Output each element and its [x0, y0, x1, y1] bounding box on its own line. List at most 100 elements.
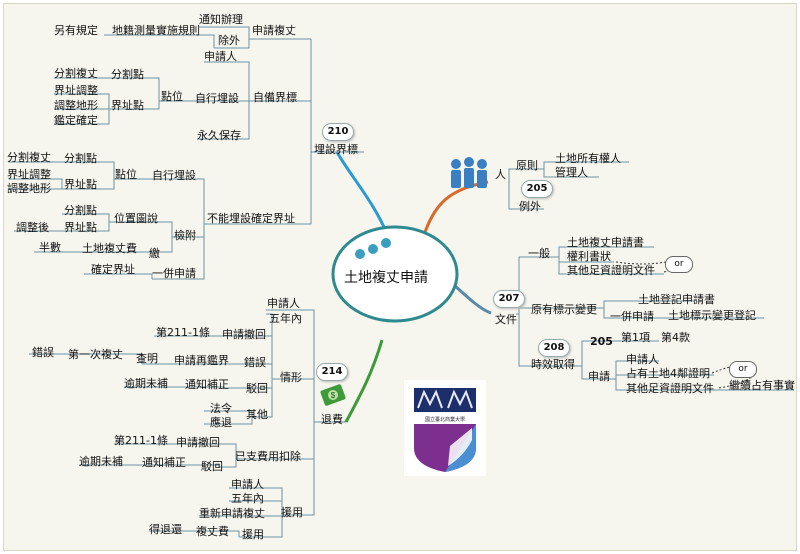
topic-shenqing-chehui-1[interactable]: 申請撤回 — [222, 328, 266, 341]
topic-fuzhangfei[interactable]: 複丈費 — [196, 525, 229, 538]
topic-chongxin-shenqing[interactable]: 重新申請複丈 — [199, 507, 265, 520]
topic-tongzhi-banli[interactable]: 通知辦理 — [199, 13, 243, 26]
topic-liwai[interactable]: 例外 — [519, 200, 541, 213]
topic-cuowu-1[interactable]: 錯誤 — [32, 346, 54, 359]
topic-tiaozheng-dixing-1[interactable]: 調整地形 — [54, 99, 98, 112]
topic-tudi-fuzhang-shenqingshu[interactable]: 土地複丈申請書 — [567, 236, 644, 249]
topic-qingxing[interactable]: 情形 — [280, 371, 302, 384]
topic-shenqing-zaijian[interactable]: 申請再鑑界 — [174, 354, 229, 367]
topic-quanli-shuzhuang[interactable]: 權利書狀 — [567, 250, 611, 263]
topic-wenjian[interactable]: 文件 — [495, 313, 517, 326]
topic-jianfu[interactable]: 檢附 — [174, 229, 196, 242]
topic-bohui-2[interactable]: 駁回 — [201, 460, 223, 473]
topic-shenqing[interactable]: 申請 — [588, 370, 610, 383]
topic-jiezhi-dian-2[interactable]: 界址點 — [64, 178, 97, 191]
topic-fenge-fuzhang-1[interactable]: 分割複丈 — [54, 67, 98, 80]
topic-ren[interactable]: 人 — [495, 168, 506, 181]
topic-yizhi-feiyong[interactable]: 已支費用扣除 — [235, 450, 301, 463]
node-207-badge: 207 — [493, 290, 525, 308]
topic-wunian-nei-1[interactable]: 五年內 — [269, 312, 302, 325]
branch-top — [335, 151, 391, 240]
topic-di211-1-b[interactable]: 第211-1條 — [114, 434, 168, 447]
topic-tiaozheng-hou[interactable]: 調整後 — [16, 221, 49, 234]
topic-fenge-dian-1[interactable]: 分割點 — [111, 68, 144, 81]
topic-shenqingren-3[interactable]: 申請人 — [267, 297, 300, 310]
topic-di1ci-fuzhang[interactable]: 第一次複丈 — [68, 348, 123, 361]
topic-banshu[interactable]: 半數 — [39, 241, 61, 254]
topic-tudi-dengji-shenqingshu[interactable]: 土地登記申請書 — [638, 293, 715, 306]
topic-fenge-dian-3[interactable]: 分割點 — [64, 204, 97, 217]
topic-jiezhi-tiaozheng-1[interactable]: 界址調整 — [54, 84, 98, 97]
university-logo: 國立臺北商業大學 — [404, 380, 486, 476]
center-dot-2 — [368, 244, 378, 254]
branch-refund — [344, 339, 384, 423]
topic-di4kuan[interactable]: 第4款 — [661, 331, 690, 344]
topic-di211-1-a[interactable]: 第211-1條 — [156, 326, 210, 339]
topic-diji-celiang[interactable]: 地籍測量實施規則 — [112, 24, 200, 37]
topic-jiao[interactable]: 繳 — [149, 247, 160, 260]
topic-yongjiu-baocun[interactable]: 永久保存 — [197, 129, 241, 142]
topic-wunian-nei-2[interactable]: 五年內 — [231, 492, 264, 505]
topic-guanliren[interactable]: 管理人 — [555, 166, 588, 179]
topic-tudi-biaoshi-biangeng[interactable]: 土地標示變更登記 — [668, 309, 756, 322]
people-icon — [451, 157, 487, 188]
topic-zixing-maishe-2[interactable]: 自行埋設 — [152, 169, 196, 182]
topic-cuowu-2[interactable]: 錯誤 — [244, 356, 266, 369]
topic-qita[interactable]: 其他 — [246, 408, 268, 421]
node-210-badge: 210 — [322, 123, 354, 141]
topic-shenqingren-1[interactable]: 申請人 — [204, 50, 237, 63]
topic-chaming[interactable]: 查明 — [136, 352, 158, 365]
topic-weizhi-tushuo[interactable]: 位置圖說 — [114, 212, 158, 225]
topic-shenqing-chehui-2[interactable]: 申請撤回 — [176, 436, 220, 449]
topic-jiezhi-dian-1[interactable]: 界址點 — [111, 99, 144, 112]
center-node-shape — [331, 225, 459, 323]
topic-yibing-shenqing-2[interactable]: 一併申請 — [610, 310, 654, 323]
topic-zixing-maishe-1[interactable]: 自行埋設 — [195, 92, 239, 105]
topic-fenge-fuzhang-2[interactable]: 分割複丈 — [7, 151, 51, 164]
node-208-badge: 208 — [538, 339, 570, 357]
topic-zibei-jiebiao[interactable]: 自備界標 — [253, 91, 297, 104]
topic-dei-tuihuan[interactable]: 得退還 — [149, 523, 182, 536]
topic-queding-jiezhi[interactable]: 確定界址 — [91, 263, 135, 276]
topic-yuanyong-2[interactable]: 援用 — [242, 528, 264, 541]
topic-di1xiang[interactable]: 第1項 — [621, 331, 650, 344]
topic-yuanze[interactable]: 原則 — [516, 159, 538, 172]
topic-tudi-suoyouquanren[interactable]: 土地所有權人 — [555, 152, 621, 165]
mind-map-connectors: $ — [9, 26, 794, 538]
topic-shenqingren-4[interactable]: 申請人 — [231, 478, 264, 491]
topic-tongzhi-buzheng-2[interactable]: 通知補正 — [142, 456, 186, 469]
topic-shenqing-fuzhang[interactable]: 申請複丈 — [252, 24, 296, 37]
topic-shenqingren-2[interactable]: 申請人 — [626, 353, 659, 366]
topic-tongzhi-buzheng-1[interactable]: 通知補正 — [185, 378, 229, 391]
topic-jianding-queding[interactable]: 鑑定確定 — [54, 114, 98, 127]
topic-shixiao-qude[interactable]: 時效取得 — [531, 358, 575, 371]
topic-tiaozheng-dixing-2[interactable]: 調整地形 — [7, 182, 51, 195]
topic-yibing-shenqing-1[interactable]: 一併申請 — [152, 267, 196, 280]
topic-tudi-fuzhangfei[interactable]: 土地複丈費 — [82, 242, 137, 255]
topic-yuan-biaoshi-biangeng[interactable]: 原有標示變更 — [531, 303, 597, 316]
topic-yiban[interactable]: 一般 — [528, 247, 550, 260]
center-topic[interactable]: 土地複丈申請 — [344, 270, 428, 286]
topic-yingtui[interactable]: 應退 — [210, 416, 232, 429]
topic-yuqi-weibu-1[interactable]: 逾期未補 — [124, 377, 168, 390]
topic-chuwai[interactable]: 除外 — [218, 34, 240, 47]
topic-tuifei[interactable]: 退費 — [321, 413, 343, 426]
topic-jiezhi-tiaozheng-2[interactable]: 界址調整 — [7, 168, 51, 181]
topic-dianwei-2[interactable]: 點位 — [115, 168, 137, 181]
or-bubble-1: or — [665, 256, 693, 273]
shield-logo-icon — [404, 380, 486, 476]
topic-yuanyong-1[interactable]: 援用 — [281, 506, 303, 519]
topic-qita-zhengming-1[interactable]: 其他足資證明文件 — [567, 264, 655, 277]
topic-buneng-maishe[interactable]: 不能埋設確定界址 — [207, 212, 295, 225]
topic-bohui-1[interactable]: 駁回 — [246, 382, 268, 395]
topic-faling[interactable]: 法令 — [210, 402, 232, 415]
topic-jiezhi-dian-3[interactable]: 界址點 — [64, 221, 97, 234]
topic-dianwei-1[interactable]: 點位 — [161, 90, 183, 103]
topic-qita-zhengming-2[interactable]: 其他足資證明文件 — [626, 382, 714, 395]
topic-yuqi-weibu-2[interactable]: 逾期未補 — [79, 455, 123, 468]
topic-jixu-zhanyou[interactable]: 繼續占有事實 — [729, 379, 795, 392]
topic-zhanyou-4lin[interactable]: 占有土地4鄰證明 — [626, 367, 710, 380]
topic-maishe-jiebiao[interactable]: 埋設界標 — [314, 143, 358, 156]
topic-fenge-dian-2[interactable]: 分割點 — [64, 152, 97, 165]
topic-lingyou-guiding[interactable]: 另有規定 — [54, 24, 98, 37]
